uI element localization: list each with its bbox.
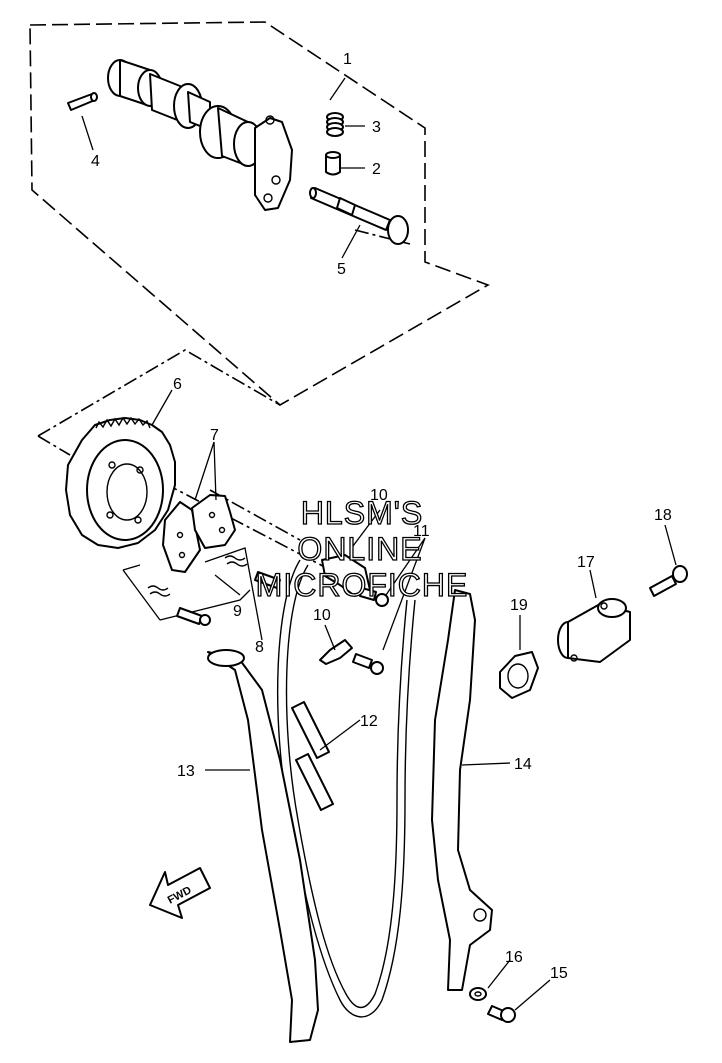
- callout-13: 13: [177, 763, 195, 780]
- callout-19: 19: [510, 597, 528, 614]
- callout-15: 15: [550, 965, 568, 982]
- callout-8: 8: [255, 639, 264, 656]
- decompressor-shaft: [309, 187, 409, 245]
- callout-10-bottom: 10: [313, 607, 331, 624]
- decompressor-plug: [325, 151, 341, 176]
- callout-11: 11: [413, 523, 430, 540]
- callout-1: 1: [343, 51, 352, 68]
- callout-18: 18: [654, 507, 672, 524]
- stopper-bolts: [352, 587, 389, 675]
- callout-10-top: 10: [370, 487, 388, 504]
- alignment-lines: [37, 229, 411, 641]
- leader-lines: [81, 77, 677, 1011]
- cam-sprocket: [65, 416, 176, 549]
- watermark-line-3: MICROFICHE: [256, 567, 469, 603]
- guide-bolt: [487, 1005, 516, 1023]
- forward-arrow: FWD: [149, 867, 211, 919]
- callout-9: 9: [233, 603, 242, 620]
- watermark-line-2: ONLINE: [297, 531, 422, 567]
- callout-14: 14: [514, 756, 532, 773]
- callout-6: 6: [173, 376, 182, 393]
- callout-16: 16: [505, 949, 523, 966]
- tensioner-bolt: [649, 565, 688, 597]
- decompressor-spring: [326, 112, 344, 137]
- sprocket-bolts: [176, 571, 281, 626]
- chain-guide-14: [431, 589, 493, 991]
- callout-5: 5: [337, 261, 346, 278]
- callout-17: 17: [577, 554, 595, 571]
- watermark: HLSM'S ONLINE MICROFICHE: [255, 494, 469, 603]
- callouts: 1 3 2 4 5 6 7 10 11 9 10 8 12 13 14 16 1…: [91, 51, 672, 982]
- chain-tensioner: [557, 598, 631, 663]
- callout-4: 4: [91, 153, 100, 170]
- decompressor-springs: [147, 555, 248, 597]
- tensioner-gasket: [499, 651, 539, 699]
- decompressor-plates: [162, 494, 236, 573]
- watermark-line-1: HLSM'S: [301, 495, 423, 531]
- guide-washer: [469, 987, 487, 1001]
- callout-7: 7: [210, 427, 219, 444]
- assembly-boundary: [29, 21, 490, 406]
- cam-chain: [276, 559, 416, 1018]
- callout-12: 12: [360, 713, 378, 730]
- dowel-pin: [67, 92, 98, 111]
- chain-guide-13: [207, 649, 319, 1043]
- camshaft: [107, 59, 293, 211]
- callout-2: 2: [372, 161, 381, 178]
- callout-3: 3: [372, 119, 381, 136]
